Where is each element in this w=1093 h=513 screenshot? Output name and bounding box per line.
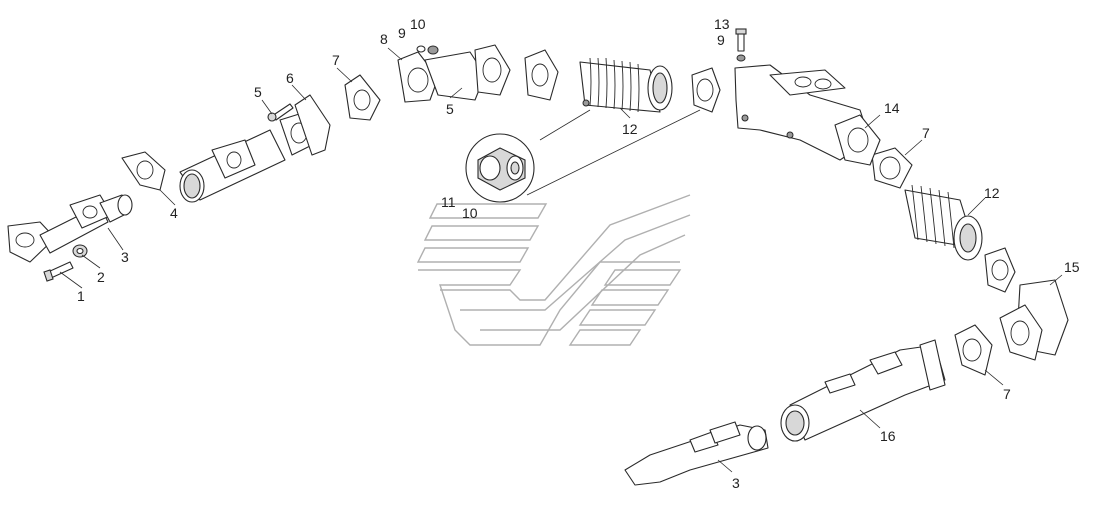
part-12-bellows-upper: [579, 57, 673, 113]
part-10-nut-left: [427, 45, 439, 55]
callout-7-lower: 7: [1003, 386, 1011, 402]
callout-1: 1: [77, 288, 85, 304]
part-3-front-pipe-left: [7, 194, 133, 263]
part-14-manifold: [734, 64, 881, 166]
callout-12-lower: 12: [984, 185, 1000, 201]
watermark-logo: [416, 194, 691, 346]
part-6-flange: [294, 94, 331, 156]
detail-circle-nut: [465, 133, 535, 203]
callout-15: 15: [1064, 259, 1080, 275]
callout-14: 14: [884, 100, 900, 116]
gasket-before-bellows: [524, 49, 559, 101]
callout-7-middle: 7: [922, 125, 930, 141]
intermediate-pipe: [179, 109, 323, 203]
callout-2: 2: [97, 269, 105, 285]
part-15-outlet-elbow: [999, 279, 1069, 361]
part-3-lower-pipe: [624, 421, 769, 486]
part-7-gasket-1: [344, 74, 381, 121]
part-9-washer-right: [736, 54, 746, 62]
callout-6: 6: [286, 70, 294, 86]
callout-9-right: 9: [717, 32, 725, 48]
callout-5-left: 5: [254, 84, 262, 100]
part-13-stud: [735, 28, 747, 52]
callout-13: 13: [714, 16, 730, 32]
callout-12-upper: 12: [622, 121, 638, 137]
callout-3-upper: 3: [121, 249, 129, 265]
callout-9-left: 9: [398, 25, 406, 41]
callout-10-lower: 10: [462, 205, 478, 221]
part-12-bellows-lower: [904, 184, 983, 261]
callout-16: 16: [880, 428, 896, 444]
callout-5-right: 5: [446, 101, 454, 117]
callout-7-upper: 7: [332, 52, 340, 68]
callout-11: 11: [441, 194, 456, 210]
part-1-bolt: [43, 261, 74, 282]
part-7-gasket-2: [871, 147, 913, 189]
part-8-elbow: [397, 44, 511, 103]
callout-labels: 1 2 3 4 5 6 7 8 9 10 5 11 10 12 13 9 14 …: [77, 16, 1080, 491]
callout-10-top: 10: [410, 16, 426, 32]
gasket-lower-bellows: [984, 247, 1016, 293]
part-16-long-pipe: [780, 339, 946, 442]
leader-lines: [59, 47, 1063, 473]
gasket-after-bellows: [691, 67, 721, 113]
part-7-gasket-3: [954, 324, 993, 376]
callout-8: 8: [380, 31, 388, 47]
callout-4: 4: [170, 205, 178, 221]
part-4-gasket: [121, 151, 166, 191]
part-2-nut: [72, 244, 88, 258]
part-5-bolt-left: [267, 103, 294, 122]
callout-3-lower: 3: [732, 475, 740, 491]
part-9-washer-left: [416, 45, 426, 53]
